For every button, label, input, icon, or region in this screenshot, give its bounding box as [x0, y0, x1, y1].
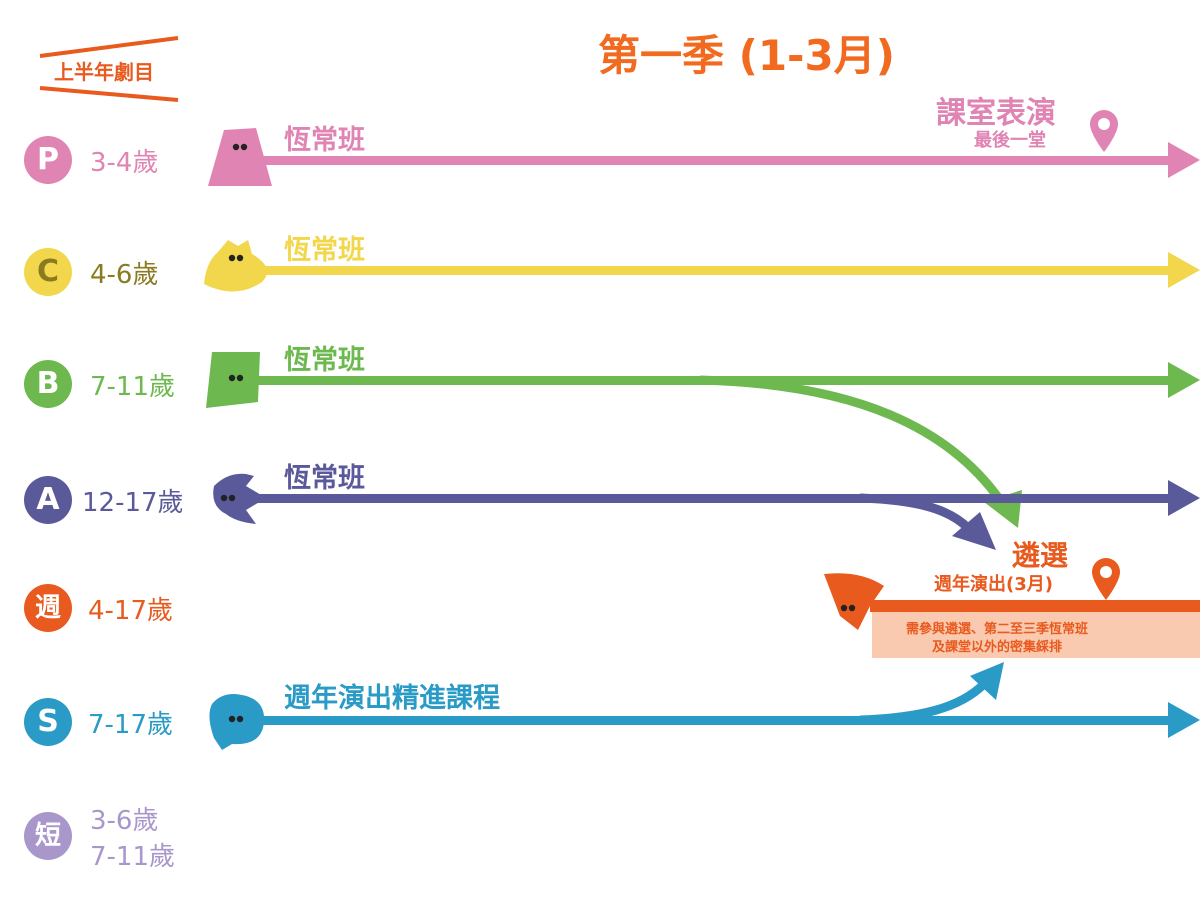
class-show-sub: 最後一堂: [974, 130, 1046, 151]
row-s-age: 7-17歲: [88, 710, 174, 740]
row-p-label: 恆常班: [284, 125, 365, 156]
row-short-age-1: 3-6歲: [90, 806, 159, 836]
row-c-arrow: [240, 252, 1200, 288]
badge-s: S: [24, 698, 72, 746]
note-box: [872, 612, 1200, 658]
row-b-arrow: [240, 362, 1200, 528]
badge-a: A: [24, 476, 72, 524]
mascot-icon: [209, 694, 265, 750]
location-pin-icon: [1092, 558, 1120, 600]
header-tag: 上半年劇目: [54, 60, 154, 84]
audition-bar: [870, 600, 1200, 612]
row-a-label: 恆常班: [284, 463, 365, 494]
badge-p: P: [24, 136, 72, 184]
audition-sub: 週年演出(3月): [934, 574, 1053, 595]
row-a-age: 12-17歲: [82, 488, 184, 518]
row-b-label: 恆常班: [284, 345, 365, 376]
row-w-age: 4-17歲: [88, 596, 174, 626]
row-a-arrow: [250, 480, 1200, 550]
row-c-label: 恆常班: [284, 235, 365, 266]
row-b-age: 7-11歲: [90, 372, 176, 402]
class-show-title: 課室表演: [936, 96, 1056, 131]
mascot-icon: [824, 573, 884, 630]
note-line-2: 及課堂以外的密集綵排: [932, 640, 1063, 655]
season-title: 第一季 (1-3月): [598, 31, 895, 80]
row-short-age-2: 7-11歲: [90, 842, 176, 872]
badge-b: B: [24, 360, 72, 408]
badge-short: 短: [24, 812, 72, 860]
header-tag-top-line: [39, 36, 179, 58]
row-s-arrow: [250, 662, 1200, 738]
location-pin-icon: [1090, 110, 1118, 152]
badge-w: 週: [24, 584, 72, 632]
row-s-label: 週年演出精進課程: [284, 683, 500, 714]
mascot-icon: [204, 240, 268, 292]
mascot-icon: [213, 473, 266, 524]
badge-c: C: [24, 248, 72, 296]
audition-title: 遴選: [1012, 539, 1069, 572]
note-line-1: 需參與遴選、第二至三季恆常班: [906, 622, 1089, 637]
row-p-arrow: [240, 142, 1200, 178]
row-p-age: 3-4歲: [90, 148, 159, 178]
mascot-icon: [206, 352, 260, 408]
row-c-age: 4-6歲: [90, 260, 159, 290]
header-tag-bottom-line: [39, 86, 179, 102]
mascot-icon: [208, 128, 272, 186]
